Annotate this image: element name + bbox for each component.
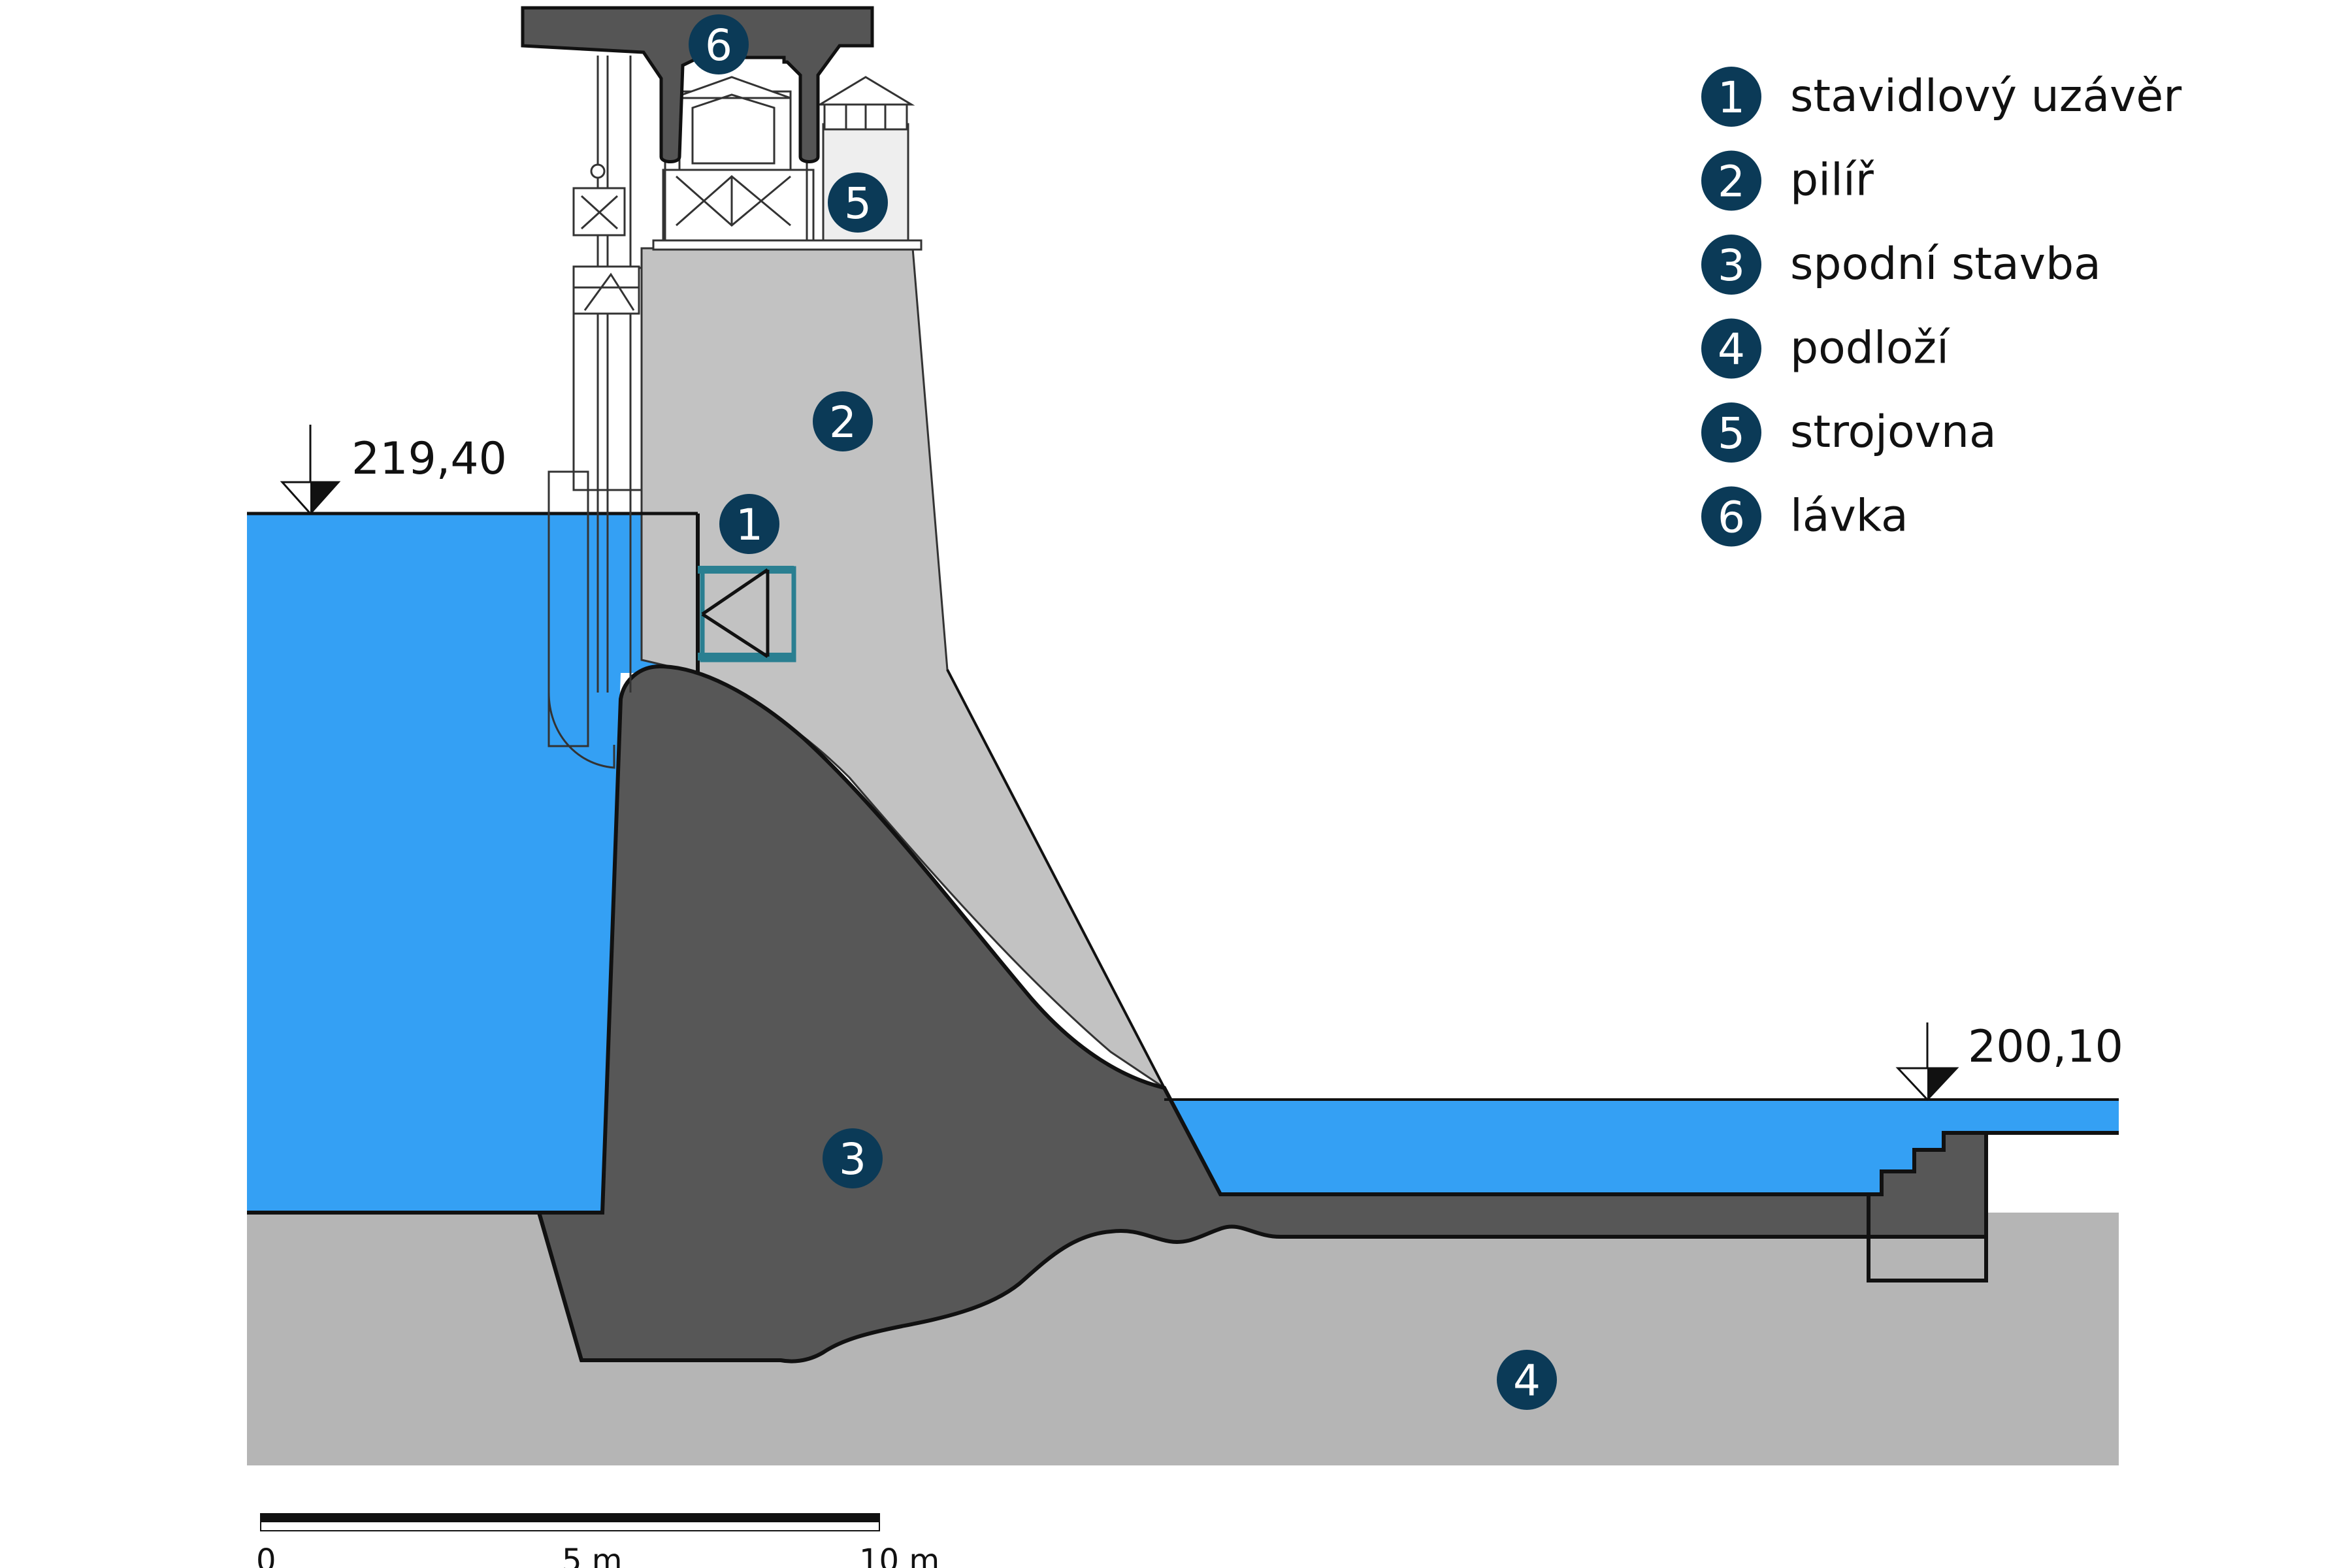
scale-segment: [261, 1514, 323, 1522]
svg-text:6: 6: [705, 20, 732, 71]
elevation-label-upper: 219,40: [351, 433, 507, 485]
legend-number: 5: [1718, 408, 1745, 459]
legend-badge: [1701, 318, 1761, 379]
scale-segment: [570, 1522, 632, 1530]
legend-label: pilíř: [1790, 155, 1874, 206]
scale-segment: [385, 1522, 447, 1530]
marker-1: 1: [719, 494, 779, 554]
scale-segment: [693, 1522, 755, 1530]
svg-text:3: 3: [839, 1134, 866, 1184]
scale-segment: [508, 1522, 570, 1530]
marker-6: 6: [689, 14, 749, 74]
substructure-outline: [537, 1212, 583, 1361]
legend-item-4: 4 podloží: [1701, 318, 1950, 379]
elevation-mark-lower: 200,10: [1895, 1021, 2123, 1102]
scale-segment: [323, 1522, 385, 1530]
elevation-mark-upper: 219,40: [280, 425, 507, 515]
scale-segment: [693, 1514, 755, 1522]
legend-label: strojovna: [1790, 406, 1997, 458]
legend-badge: [1701, 67, 1761, 127]
elevation-label-lower: 200,10: [1968, 1021, 2123, 1073]
marker-2: 2: [813, 391, 873, 451]
legend-number: 1: [1718, 73, 1745, 123]
substructure: [536, 664, 1988, 1364]
scale-segment: [755, 1514, 817, 1522]
scale-segment: [632, 1522, 694, 1530]
legend-label: spodní stavba: [1790, 238, 2101, 290]
scale-segment: [755, 1522, 817, 1530]
legend-badge: [1701, 235, 1761, 295]
legend-label: stavidlový uzávěr: [1790, 71, 2181, 122]
legend-item-2: 2 pilíř: [1701, 150, 1874, 211]
legend-number: 3: [1718, 240, 1745, 291]
svg-text:1: 1: [736, 500, 763, 550]
marker-5: 5: [828, 172, 888, 233]
marker-3: 3: [823, 1128, 883, 1188]
footbridge: [521, 6, 874, 163]
upstream-guide-structure: [547, 56, 643, 769]
scale-label-10m: 10 m: [859, 1543, 939, 1568]
scale-segment: [817, 1514, 879, 1522]
foundation-ground-body: [247, 1213, 2119, 1465]
svg-text:2: 2: [829, 397, 857, 448]
legend-number: 6: [1718, 493, 1745, 543]
sluice-gate: [696, 514, 796, 673]
legend-item-3: 3 spodní stavba: [1701, 235, 2101, 295]
upstream-water: [247, 514, 698, 1213]
scale-label-5m: 5 m: [562, 1543, 623, 1568]
scale-segment: [817, 1522, 879, 1530]
legend-label: lávka: [1790, 491, 1908, 542]
legend-badge: [1701, 402, 1761, 463]
scale-segment: [446, 1522, 508, 1530]
scale-segment: [323, 1514, 385, 1522]
scale-bar: 0 5 m 10 m: [256, 1513, 939, 1568]
scale-label-0: 0: [256, 1543, 276, 1568]
legend-badge: [1701, 150, 1761, 211]
scale-segment: [570, 1514, 632, 1522]
svg-text:4: 4: [1513, 1356, 1541, 1406]
scale-segment: [385, 1514, 447, 1522]
legend-badge: [1701, 486, 1761, 547]
legend-item-5: 5 strojovna: [1701, 402, 1997, 463]
legend-label: podloží: [1790, 323, 1950, 374]
scale-segment: [446, 1514, 508, 1522]
scale-segment: [632, 1514, 694, 1522]
scale-segment: [508, 1514, 570, 1522]
legend-item-1: 1 stavidlový uzávěr: [1701, 67, 2181, 127]
control-house: [652, 76, 923, 251]
svg-text:5: 5: [844, 178, 872, 229]
marker-4: 4: [1497, 1350, 1557, 1410]
legend-number: 4: [1718, 325, 1745, 375]
scale-segment: [261, 1522, 323, 1530]
legend-number: 2: [1718, 157, 1745, 207]
legend-item-6: 6 lávka: [1701, 486, 1908, 547]
pier-outline: [946, 669, 1222, 1195]
